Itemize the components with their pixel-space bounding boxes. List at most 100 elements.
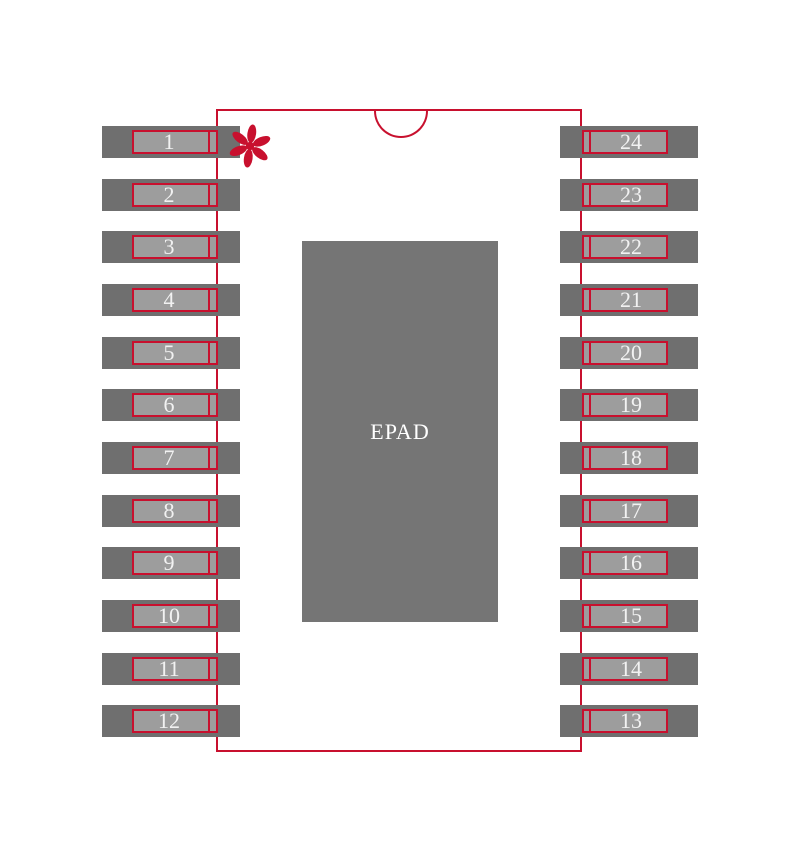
pin-contact-outline: 18 [582, 444, 668, 470]
pad-pin-6: 6 [102, 389, 240, 422]
pin-number: 9 [163, 550, 175, 576]
pin-number: 12 [158, 708, 180, 734]
pin-contact-outline: 4 [132, 286, 218, 312]
pin-number: 23 [620, 181, 642, 207]
pad-pin-10: 10 [102, 599, 240, 632]
pin-body-edge-line [208, 342, 210, 363]
pin-body-edge-line [589, 711, 591, 732]
pin-contact-outline: 2 [132, 181, 218, 207]
pad-pin-12: 12 [102, 705, 240, 738]
pad-pin-23: 23 [560, 178, 698, 211]
pad-pin-17: 17 [560, 494, 698, 527]
pin-contact-outline: 9 [132, 550, 218, 576]
pad-pin-14: 14 [560, 652, 698, 685]
pin-contact-outline: 8 [132, 497, 218, 523]
pin-body-edge-line [208, 289, 210, 310]
pad-pin-20: 20 [560, 336, 698, 369]
pin-contact-outline: 1 [132, 130, 218, 154]
pad-pin-18: 18 [560, 441, 698, 474]
pin-number: 6 [163, 392, 175, 418]
pin-number: 2 [163, 181, 175, 207]
pin-body-edge-line [589, 553, 591, 574]
pin-contact-outline: 13 [582, 708, 668, 734]
pin-body-edge-line [589, 289, 591, 310]
pad-pin-4: 4 [102, 283, 240, 316]
pad-pin-19: 19 [560, 389, 698, 422]
pin-contact-outline: 6 [132, 392, 218, 418]
pad-pin-16: 16 [560, 547, 698, 580]
pin-body-edge-line [589, 658, 591, 679]
epad: EPAD [302, 241, 498, 622]
pin-body-edge-line [589, 447, 591, 468]
pin1-marker-asterisk-icon [229, 124, 271, 168]
pin-contact-outline: 5 [132, 339, 218, 365]
pin-number: 1 [163, 129, 175, 154]
pad-pin-8: 8 [102, 494, 240, 527]
pin-number: 24 [620, 129, 642, 154]
pin-contact-outline: 12 [132, 708, 218, 734]
epad-label: EPAD [370, 418, 430, 444]
pin-body-edge-line [589, 237, 591, 258]
pin-number: 16 [620, 550, 642, 576]
pin-body-edge-line [208, 447, 210, 468]
pin-number: 3 [163, 234, 175, 260]
pad-pin-3: 3 [102, 231, 240, 264]
pad-pin-7: 7 [102, 441, 240, 474]
pin-body-edge-line [208, 132, 210, 152]
pin-body-edge-line [208, 395, 210, 416]
pin-number: 21 [620, 286, 642, 312]
pin-contact-outline: 15 [582, 602, 668, 628]
pin-body-edge-line [589, 184, 591, 205]
pin-contact-outline: 7 [132, 444, 218, 470]
pad-pin-9: 9 [102, 547, 240, 580]
pin-contact-outline: 23 [582, 181, 668, 207]
pad-pin-24: 24 [560, 126, 698, 158]
pin-body-edge-line [208, 184, 210, 205]
pin-body-edge-line [589, 605, 591, 626]
pad-pin-5: 5 [102, 336, 240, 369]
pin-body-edge-line [208, 711, 210, 732]
pin-body-edge-line [589, 342, 591, 363]
pin-contact-outline: 11 [132, 655, 218, 681]
pin-number: 20 [620, 339, 642, 365]
pad-pin-22: 22 [560, 231, 698, 264]
pad-pin-13: 13 [560, 705, 698, 738]
pin-body-edge-line [208, 237, 210, 258]
pin-body-edge-line [589, 132, 591, 152]
pin-body-edge-line [208, 658, 210, 679]
pad-pin-11: 11 [102, 652, 240, 685]
pin-body-edge-line [208, 553, 210, 574]
pin-contact-outline: 17 [582, 497, 668, 523]
pin-number: 17 [620, 497, 642, 523]
pin-number: 15 [620, 602, 642, 628]
pin-contact-outline: 14 [582, 655, 668, 681]
pin-body-edge-line [589, 500, 591, 521]
pad-pin-21: 21 [560, 283, 698, 316]
pin-contact-outline: 16 [582, 550, 668, 576]
pin-number: 19 [620, 392, 642, 418]
package-body-outline [216, 109, 582, 752]
pin-contact-outline: 20 [582, 339, 668, 365]
pin-contact-outline: 22 [582, 234, 668, 260]
pin-contact-outline: 3 [132, 234, 218, 260]
pin-contact-outline: 21 [582, 286, 668, 312]
pin-body-edge-line [589, 395, 591, 416]
pin-body-edge-line [208, 500, 210, 521]
pin-contact-outline: 24 [582, 130, 668, 154]
pin-number: 22 [620, 234, 642, 260]
pin-number: 8 [163, 497, 175, 523]
pin-number: 10 [158, 602, 180, 628]
pin-number: 5 [163, 339, 175, 365]
pad-pin-2: 2 [102, 178, 240, 211]
pin-number: 11 [158, 655, 180, 681]
pin-contact-outline: 10 [132, 602, 218, 628]
pad-pin-1: 1 [102, 126, 240, 158]
pin-number: 13 [620, 708, 642, 734]
pin-number: 7 [163, 444, 175, 470]
pin-number: 14 [620, 655, 642, 681]
pin-number: 4 [163, 286, 175, 312]
pin-number: 18 [620, 444, 642, 470]
pin-contact-outline: 19 [582, 392, 668, 418]
pin-body-edge-line [208, 605, 210, 626]
